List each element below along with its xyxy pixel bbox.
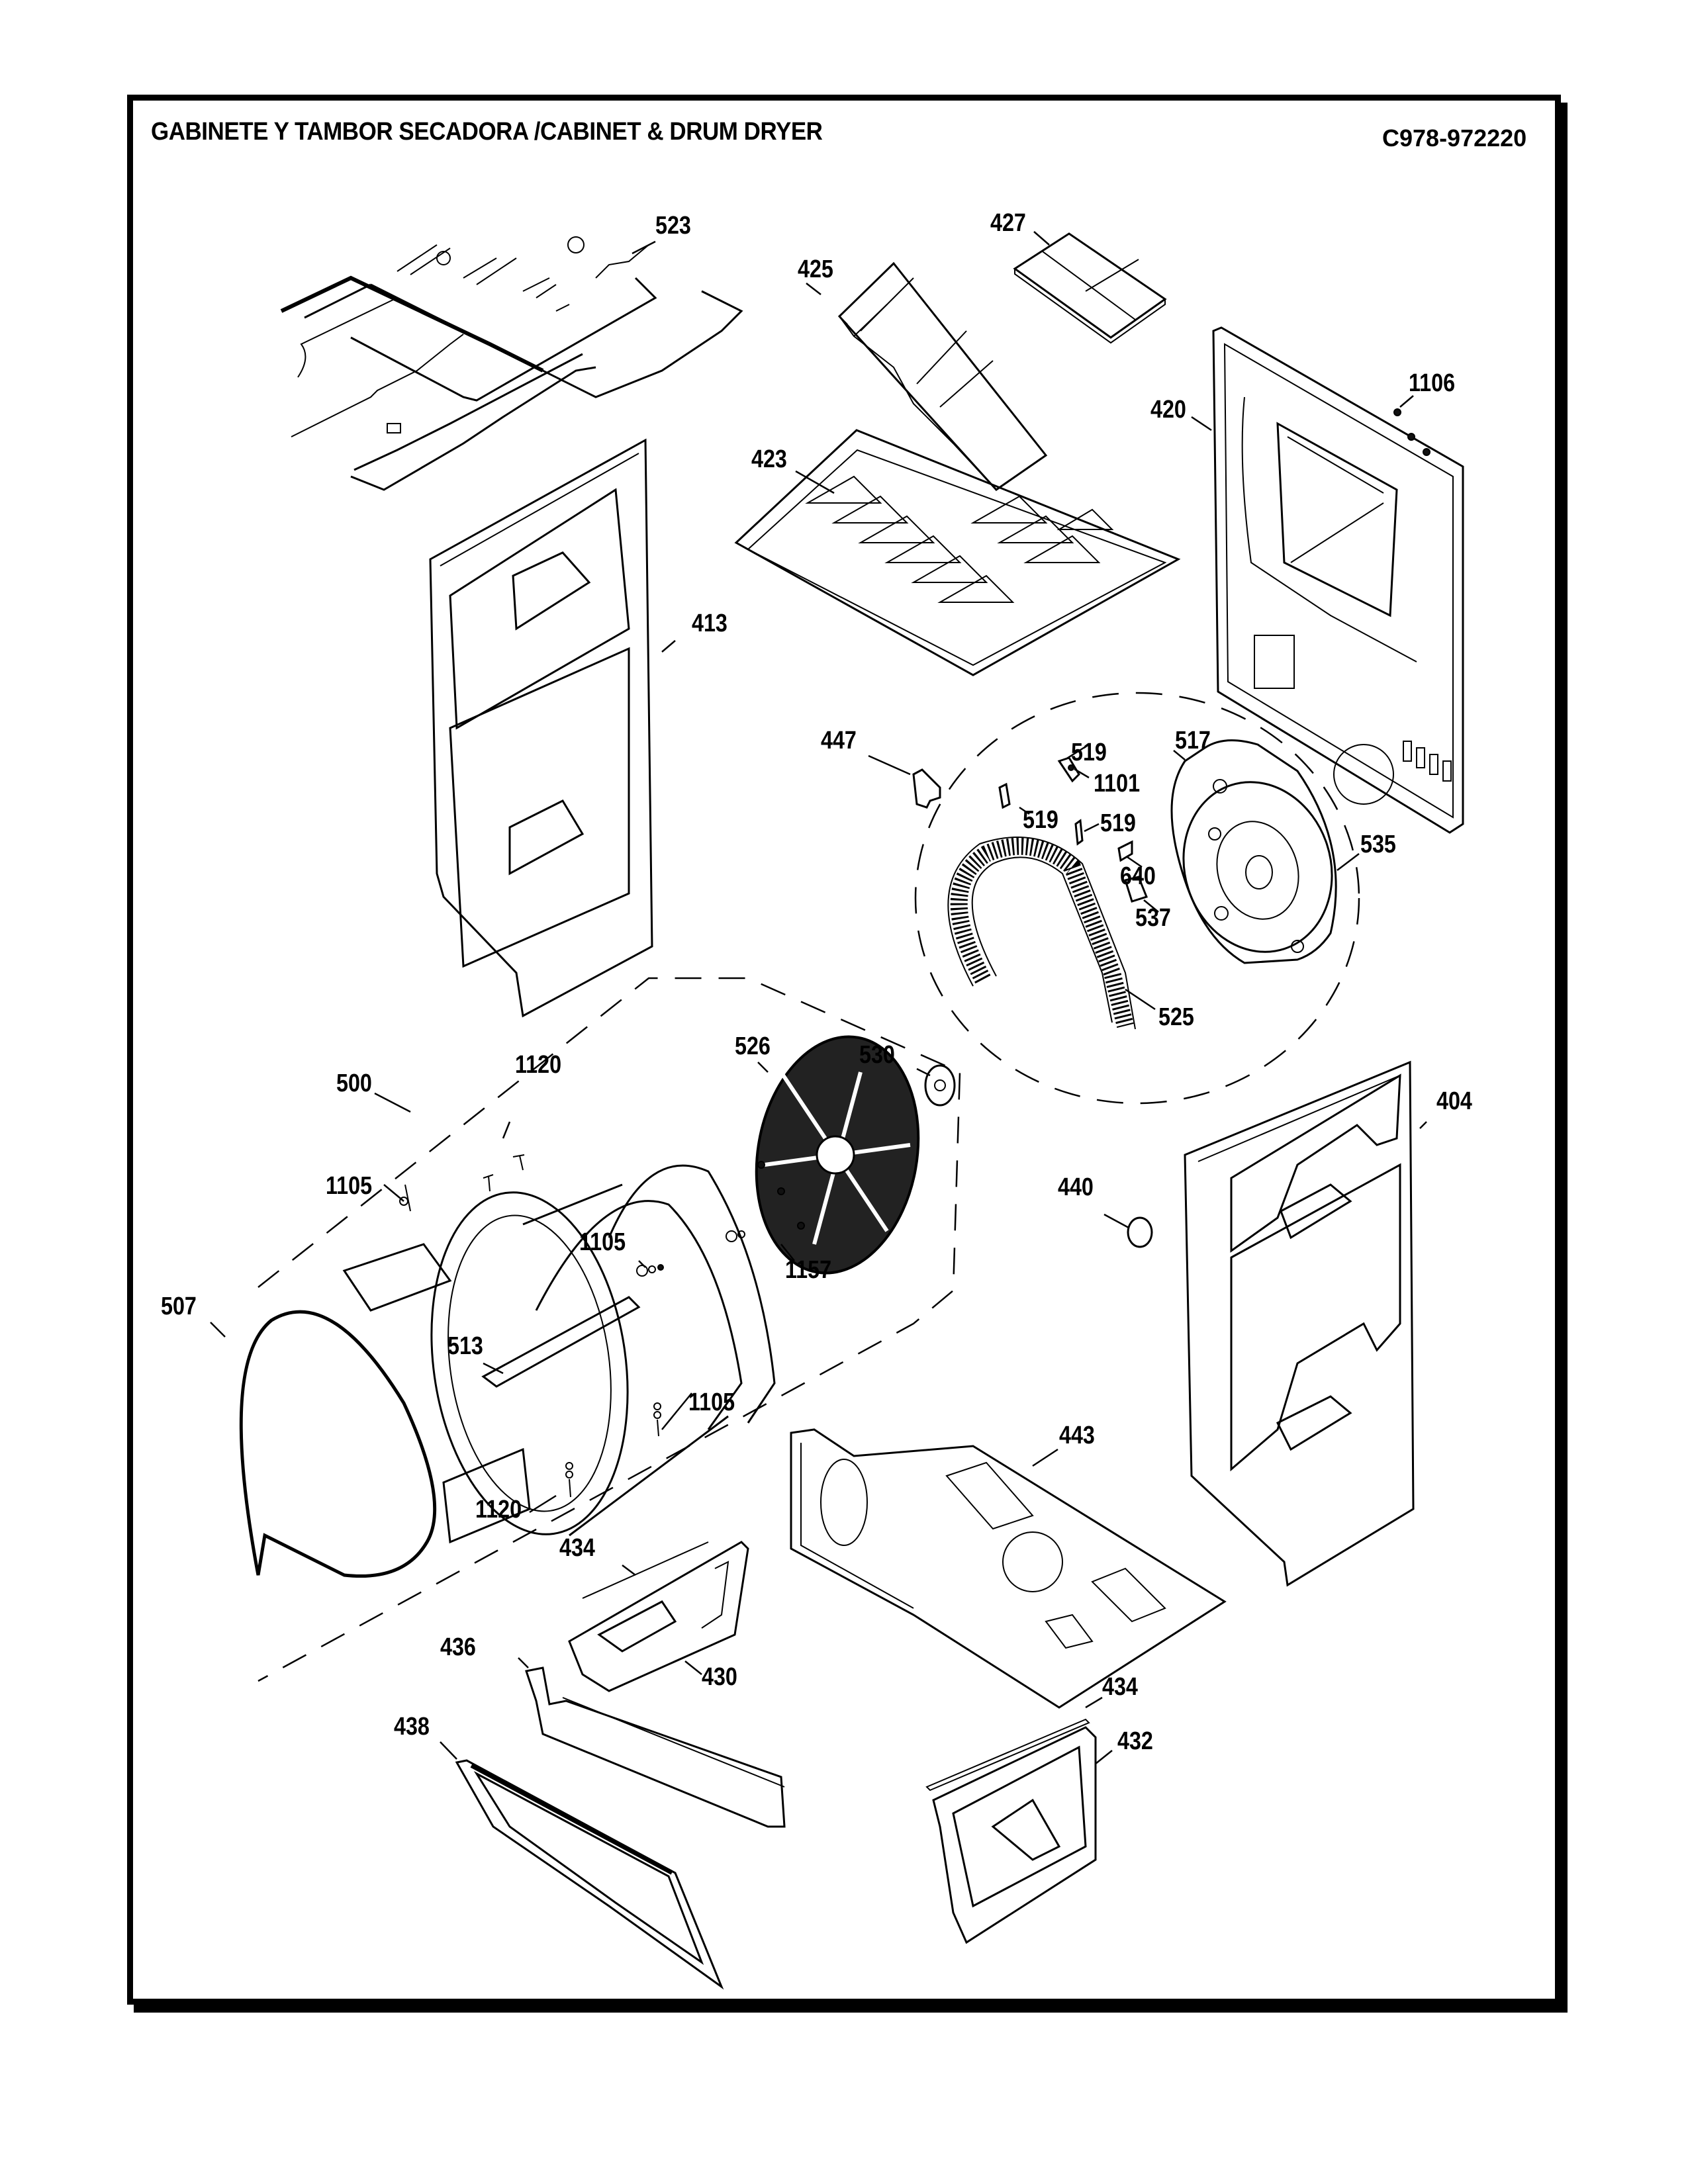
part-436-toe-kick-bracket[interactable] (525, 1666, 786, 1828)
drum-assembly-boundary (258, 977, 961, 1682)
diagram-title: GABINETE Y TAMBOR SECADORA /CABINET & DR… (151, 118, 823, 146)
callout-1120-top[interactable]: 1120 (515, 1051, 562, 1079)
callout-413[interactable]: 413 (692, 610, 727, 637)
callout-1157[interactable]: 1157 (785, 1256, 832, 1284)
callout-640[interactable]: 640 (1120, 862, 1156, 890)
callout-526[interactable]: 526 (735, 1032, 771, 1060)
callout-438[interactable]: 438 (394, 1713, 430, 1741)
callout-434-left[interactable]: 434 (559, 1534, 595, 1562)
callout-427[interactable]: 427 (990, 209, 1026, 237)
callout-519-top[interactable]: 519 (1071, 739, 1107, 766)
callout-1105-left[interactable]: 1105 (326, 1172, 373, 1200)
part-525-heating-element[interactable] (947, 837, 1136, 1030)
callout-523[interactable]: 523 (655, 212, 691, 240)
callout-423[interactable]: 423 (751, 445, 787, 473)
part-1106-screws[interactable] (1393, 408, 1430, 456)
part-413-side-panel-left[interactable] (429, 438, 653, 1018)
part-430-bracket-left[interactable] (568, 1541, 749, 1692)
callout-507[interactable]: 507 (161, 1293, 197, 1320)
part-507-drum-front[interactable] (239, 1310, 437, 1578)
part-537-thermal-fuse[interactable] (1124, 876, 1148, 903)
part-434-432-bracket-right[interactable] (925, 1718, 1097, 1944)
callout-404[interactable]: 404 (1436, 1087, 1472, 1115)
callout-517[interactable]: 517 (1175, 727, 1211, 754)
callout-434-right[interactable]: 434 (1102, 1673, 1138, 1701)
callout-519-low[interactable]: 519 (1100, 809, 1136, 837)
part-420-rear-panel[interactable] (1212, 326, 1464, 834)
callout-537[interactable]: 537 (1135, 904, 1171, 932)
part-425-insulation[interactable] (837, 261, 1048, 491)
callout-519-mid[interactable]: 519 (1023, 806, 1058, 834)
callout-432[interactable]: 432 (1117, 1727, 1153, 1755)
callout-1105-low[interactable]: 1105 (688, 1388, 735, 1416)
part-438-toe-kick-panel[interactable] (455, 1759, 724, 1990)
part-423-top-panel[interactable] (734, 429, 1181, 676)
part-440-grommet[interactable] (1127, 1216, 1153, 1248)
callout-530[interactable]: 530 (859, 1041, 895, 1069)
callout-513[interactable]: 513 (447, 1332, 483, 1360)
callout-436[interactable]: 436 (440, 1633, 476, 1661)
callout-1101[interactable]: 1101 (1094, 770, 1141, 797)
callout-425[interactable]: 425 (798, 255, 833, 283)
callout-1106[interactable]: 1106 (1409, 369, 1456, 397)
part-526-drum-rear[interactable] (739, 1024, 937, 1286)
part-640-bracket[interactable] (1117, 840, 1133, 862)
callout-447[interactable]: 447 (821, 727, 857, 754)
diagram-code: C978-972220 (1382, 124, 1527, 152)
heater-assembly-boundary (914, 692, 1360, 1105)
callout-440[interactable]: 440 (1058, 1173, 1094, 1201)
fasteners[interactable] (399, 1154, 805, 1498)
callout-500[interactable]: 500 (336, 1069, 372, 1097)
part-523-wire-harness[interactable] (280, 236, 743, 491)
callout-535[interactable]: 535 (1360, 831, 1396, 858)
callout-1105-mid[interactable]: 1105 (579, 1228, 626, 1256)
part-530-bearing[interactable] (924, 1064, 956, 1107)
part-443-base-frame[interactable] (790, 1428, 1227, 1709)
part-427-insulation[interactable] (1013, 232, 1167, 344)
callout-443[interactable]: 443 (1059, 1422, 1095, 1449)
part-500-drum[interactable] (410, 1164, 776, 1547)
callout-1120-low[interactable]: 1120 (475, 1496, 522, 1524)
part-513-baffle[interactable] (342, 1243, 641, 1544)
part-404-side-panel-right[interactable] (1184, 1060, 1415, 1587)
callout-525[interactable]: 525 (1158, 1003, 1194, 1031)
callout-430[interactable]: 430 (702, 1663, 737, 1691)
part-1101-screw[interactable] (1068, 764, 1074, 771)
part-447-bracket[interactable] (912, 768, 941, 809)
part-517-535-heater-housing[interactable] (1162, 739, 1354, 972)
callout-420[interactable]: 420 (1150, 396, 1186, 424)
